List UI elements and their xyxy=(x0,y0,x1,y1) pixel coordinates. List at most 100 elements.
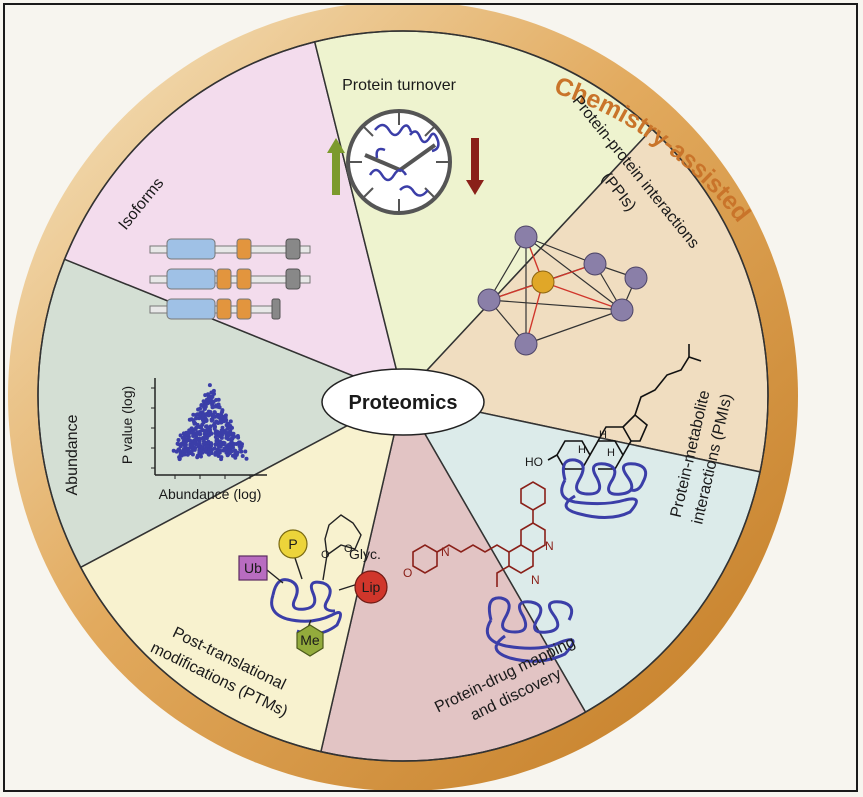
isoform-row xyxy=(149,238,311,260)
protein-metabolite-icon: HO H H H xyxy=(525,344,702,519)
hydrogen-label: H xyxy=(599,429,607,441)
scatter-point xyxy=(235,434,240,438)
scatter-point xyxy=(198,437,203,441)
scatter-point xyxy=(230,425,234,430)
scatter-point xyxy=(240,442,244,447)
scatter-point xyxy=(204,436,209,441)
isoforms-gene-models xyxy=(149,238,311,320)
wedge-group xyxy=(37,30,769,762)
scatter-point xyxy=(218,414,223,419)
turnover-protein-pool-icon xyxy=(327,109,484,215)
wheel-outline xyxy=(37,30,769,762)
scatter-point xyxy=(192,420,197,425)
scatter-point xyxy=(204,444,209,448)
scatter-point xyxy=(220,409,225,414)
ubiquitin-tag-label: Ub xyxy=(244,560,262,576)
scatter-point xyxy=(191,412,196,417)
nitrogen-label: N xyxy=(531,573,540,587)
scatter-point xyxy=(210,395,215,399)
scatter-point xyxy=(213,431,218,436)
scatter-point xyxy=(216,397,221,402)
scatter-point xyxy=(201,412,205,417)
scatter-point xyxy=(230,453,235,458)
scatter-point xyxy=(209,417,214,422)
scatter-point xyxy=(209,447,214,452)
scatter-point xyxy=(194,413,199,417)
scatter-point xyxy=(211,413,216,418)
scatter-point xyxy=(177,448,182,453)
methyl-tag-label: Me xyxy=(300,632,320,648)
scatter-point xyxy=(214,438,219,443)
figure-frame: Chemistry-assisted xyxy=(3,1,858,792)
proteomics-wheel-diagram: Chemistry-assisted xyxy=(8,1,798,791)
hydroxyl-label: HO xyxy=(525,455,543,469)
scatter-point xyxy=(190,452,195,457)
scatter-point xyxy=(192,440,197,445)
scatter-point xyxy=(184,430,189,435)
ubiquitin-tag xyxy=(238,555,268,581)
scatter-point xyxy=(224,423,229,428)
scatter-point xyxy=(211,389,216,394)
scatter-point xyxy=(226,437,231,442)
scatter-point xyxy=(203,429,208,434)
scatter-point xyxy=(176,438,181,442)
scatter-point xyxy=(207,412,212,417)
glyco-oxygen-label: O xyxy=(321,549,330,561)
scatter-point xyxy=(199,445,204,450)
scatter-point xyxy=(221,430,226,435)
scatter-point xyxy=(219,442,224,447)
ppi-network-icon xyxy=(477,225,648,356)
methyl-tag xyxy=(296,624,324,657)
scatter-point xyxy=(175,441,180,446)
isoform-row xyxy=(149,268,311,290)
turnover-label: Protein turnover xyxy=(342,77,457,94)
scatter-point xyxy=(200,428,205,432)
scatter-point xyxy=(214,419,219,424)
scatter-point xyxy=(198,406,203,411)
nitrogen-label: N xyxy=(441,545,450,559)
hydrogen-label: H xyxy=(607,447,615,459)
scatter-point xyxy=(212,404,217,409)
scatter-point xyxy=(212,410,217,415)
scatter-points xyxy=(171,383,249,462)
scatter-point xyxy=(212,446,217,451)
glyco-oxygen-label: O xyxy=(344,543,353,555)
center-label: Proteomics xyxy=(349,392,458,414)
scatter-point xyxy=(192,447,197,452)
scatter-point xyxy=(193,427,198,431)
scatter-point xyxy=(194,416,199,421)
ptm-modifications-icon: O O P Ub Lip Me Glyc. xyxy=(238,514,388,657)
scatter-point xyxy=(227,432,232,437)
scatter-point xyxy=(207,383,212,388)
scatter-point xyxy=(218,439,223,444)
scatter-point xyxy=(221,416,226,421)
scatter-point xyxy=(204,418,209,422)
scatter-point xyxy=(209,400,214,405)
scatter-point xyxy=(219,455,224,460)
scatter-point xyxy=(203,393,208,398)
scatter-point xyxy=(226,448,231,453)
scatter-point xyxy=(240,454,245,458)
scatter-point xyxy=(215,447,220,452)
scatter-point xyxy=(213,435,218,439)
phospho-tag-label: P xyxy=(288,536,297,552)
scatter-point xyxy=(224,430,229,435)
scatter-point xyxy=(178,444,183,449)
scatter-point xyxy=(201,439,206,444)
scatter-point xyxy=(239,449,244,454)
abundance-label: Abundance xyxy=(64,414,81,495)
abundance-y-label: P value (log) xyxy=(119,386,135,464)
scatter-point xyxy=(200,450,205,455)
scatter-point xyxy=(233,448,237,453)
scatter-point xyxy=(211,423,216,427)
scatter-point xyxy=(198,432,203,437)
scatter-point xyxy=(171,448,176,453)
scatter-point xyxy=(207,433,212,437)
scatter-point xyxy=(186,446,191,451)
abundance-volcano-plot: P value (log) Abundance (log) xyxy=(119,378,267,502)
scatter-point xyxy=(213,452,218,457)
scatter-point xyxy=(243,449,248,454)
scatter-point xyxy=(231,431,236,436)
center-hub xyxy=(321,368,485,436)
oxygen-label: O xyxy=(403,566,412,580)
